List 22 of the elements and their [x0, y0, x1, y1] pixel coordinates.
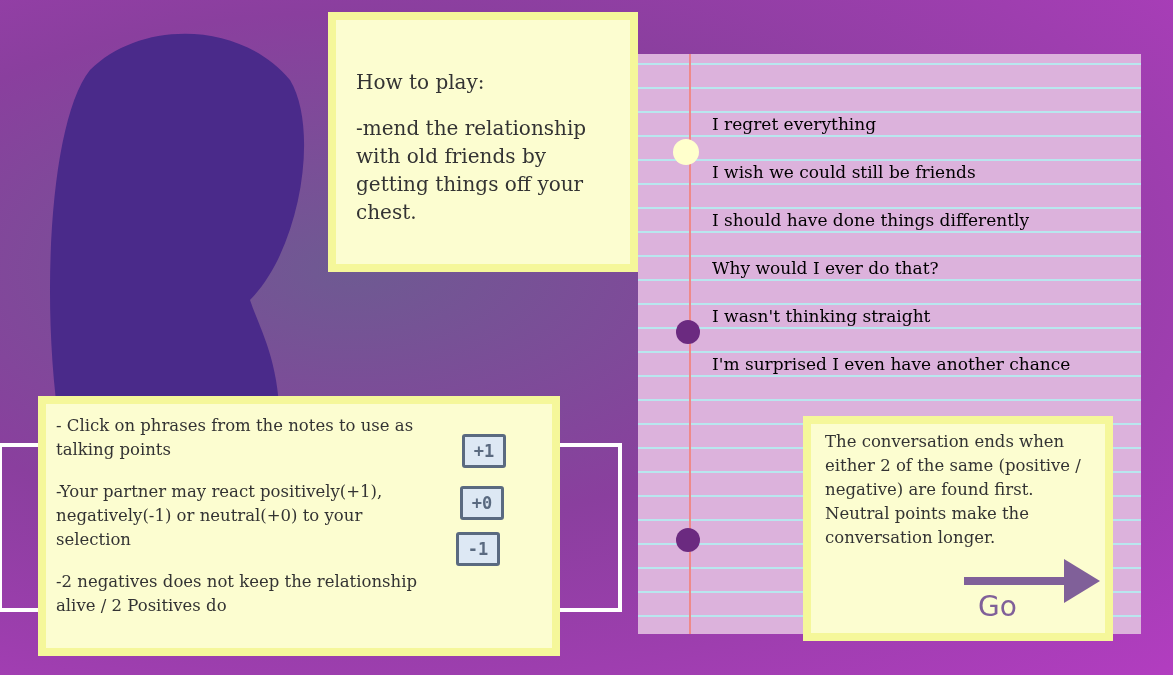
phrase-text: I should have done things differently — [712, 210, 1030, 230]
note-card — [803, 416, 1113, 641]
instruction-text: -Your partner may react positively(+1), negatively(-1) or neutral(+0) to your selection — [56, 481, 384, 551]
phrase-text: I wish we could still be friends — [712, 162, 976, 182]
speech-bubble — [460, 486, 504, 520]
phrase-text: Why would I ever do that? — [712, 258, 939, 278]
score-value: +0 — [470, 492, 494, 515]
instruction-panel — [328, 12, 638, 272]
score-value: +1 — [472, 440, 496, 463]
go-label: Go — [978, 590, 1017, 623]
instruction-text: -2 negatives does not keep the relationship alive / 2 Positives do — [56, 571, 418, 617]
panel-text: -mend the relationship with old friends by getting things off your chest. — [356, 115, 588, 226]
panel-heading: How to play: — [356, 69, 486, 96]
score-value: -1 — [466, 538, 490, 561]
phrase-text: I regret everything — [712, 114, 877, 134]
instruction-text: - Click on phrases from the notes to use as talking points — [56, 415, 415, 461]
phrase-text: I wasn't thinking straight — [712, 306, 931, 326]
rule-text: The conversation ends when either 2 of the same (positive / negative) are found first. Neutral points make the conversation longer. — [825, 431, 1082, 549]
speech-bubble — [462, 434, 506, 468]
phrase-text: I'm surprised I even have another chance — [712, 354, 1071, 374]
instruction-panel — [38, 396, 560, 656]
speech-bubble — [456, 532, 500, 566]
